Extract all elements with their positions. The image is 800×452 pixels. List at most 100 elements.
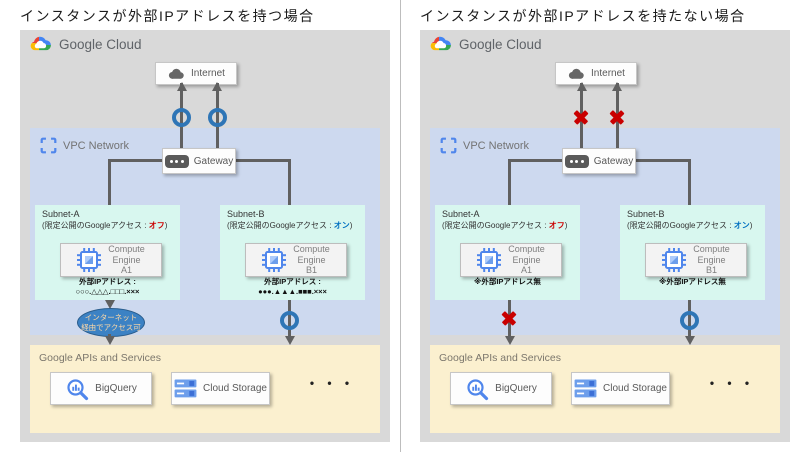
compute-engine-a1-label: Compute Engine A1 (508, 244, 545, 276)
gateway-icon (164, 154, 189, 168)
more-services-ellipsis: • • • (709, 376, 755, 390)
compute-engine-icon (262, 248, 287, 272)
google-apis-region: Google APIs and Services BigQuery (30, 345, 380, 433)
bigquery-label: BigQuery (95, 383, 137, 394)
cloud-storage-icon (174, 379, 197, 398)
internet-label: Internet (591, 68, 625, 79)
blocked-x-icon (609, 109, 625, 125)
internet-cloud-icon (568, 68, 584, 79)
left-diagram-title: インスタンスが外部IPアドレスを持つ場合 (20, 8, 315, 24)
subnet-b-name: Subnet-B (627, 209, 665, 219)
subnet-a-external-ip: 外部IPアドレス :○○○.△△△.□□□.××× (75, 277, 140, 296)
connector-line (510, 159, 562, 162)
connector-line (110, 159, 162, 162)
internet-label: Internet (191, 68, 225, 79)
subnet-b-no-ip-note: ※外部IPアドレス無 (659, 277, 726, 286)
gateway-label: Gateway (193, 155, 234, 167)
arrowhead-up (212, 82, 222, 91)
arrowhead-up (177, 82, 187, 91)
gateway-node: Gateway (562, 148, 636, 174)
subnet-b-region: Subnet-B (限定公開のGoogleアクセス : オン) Compute … (220, 205, 365, 300)
blocked-x-icon (573, 109, 589, 125)
connector-line (234, 159, 290, 162)
cloud-storage-icon (574, 379, 597, 398)
subnet-b-name: Subnet-B (227, 209, 265, 219)
subnet-a-region: Subnet-A (限定公開のGoogleアクセス : オフ) Compute … (35, 205, 180, 300)
vpc-network-icon (440, 137, 457, 154)
subnet-a-name: Subnet-A (442, 209, 480, 219)
arrowhead-up (577, 82, 587, 91)
panel-divider (400, 0, 401, 452)
arrowhead-down (105, 336, 115, 345)
connector-line (688, 159, 691, 243)
vpc-network-header: VPC Network (40, 137, 129, 154)
cloud-storage-node: Cloud Storage (571, 372, 670, 405)
bigquery-icon (67, 378, 89, 400)
compute-engine-a1-label: Compute Engine A1 (108, 244, 145, 276)
allowed-ring-icon (208, 108, 227, 127)
cloud-storage-node: Cloud Storage (171, 372, 270, 405)
google-cloud-brand: Google Cloud (28, 35, 142, 54)
gateway-node: Gateway (162, 148, 236, 174)
google-apis-region: Google APIs and Services BigQuery (430, 345, 780, 433)
access-state-on: オン (733, 221, 750, 230)
internet-access-note: インターネット 経由でアクセス可 (77, 308, 145, 337)
right-google-cloud-panel: Google Cloud Internet VPC Network (420, 30, 790, 442)
compute-engine-icon (662, 248, 687, 272)
arrowhead-down (505, 336, 515, 345)
access-state-on: オン (333, 221, 350, 230)
connector-line (508, 159, 511, 243)
blocked-x-icon (501, 310, 517, 326)
connector-line (108, 159, 111, 243)
compute-engine-b1-node: Compute Engine B1 (645, 243, 747, 277)
internet-cloud-icon (168, 68, 184, 79)
allowed-ring-icon (680, 311, 699, 330)
bigquery-node: BigQuery (50, 372, 152, 405)
internet-node: Internet (555, 62, 637, 85)
subnet-a-access: (限定公開のGoogleアクセス : オフ) (442, 221, 568, 230)
compute-engine-icon (477, 248, 502, 272)
google-cloud-brand: Google Cloud (428, 35, 542, 54)
google-cloud-brand-label: Google Cloud (459, 37, 542, 52)
google-apis-label: Google APIs and Services (39, 352, 161, 364)
access-state-off: オフ (148, 221, 165, 230)
subnet-b-region: Subnet-B (限定公開のGoogleアクセス : オン) Compute … (620, 205, 765, 300)
left-google-cloud-panel: Google Cloud Internet VPC Network (20, 30, 390, 442)
subnet-a-access: (限定公開のGoogleアクセス : オフ) (42, 221, 168, 230)
subnet-b-access: (限定公開のGoogleアクセス : オン) (227, 221, 353, 230)
subnet-a-region: Subnet-A (限定公開のGoogleアクセス : オフ) Compute … (435, 205, 580, 300)
arrowhead-down (685, 336, 695, 345)
bigquery-node: BigQuery (450, 372, 552, 405)
subnet-b-external-ip: 外部IPアドレス :●●●.▲▲▲.■■■.××× (258, 277, 327, 296)
allowed-ring-icon (172, 108, 191, 127)
gateway-icon (564, 154, 589, 168)
gateway-label: Gateway (593, 155, 634, 167)
compute-engine-b1-label: Compute Engine B1 (693, 244, 730, 276)
vpc-network-icon (40, 137, 57, 154)
connector-line (634, 159, 690, 162)
google-cloud-logo-icon (430, 36, 451, 51)
compute-engine-icon (77, 248, 102, 272)
compute-engine-a1-node: Compute Engine A1 (60, 243, 162, 277)
subnet-a-name: Subnet-A (42, 209, 80, 219)
subnet-a-no-ip-note: ※外部IPアドレス無 (474, 277, 541, 286)
google-cloud-logo-icon (30, 36, 51, 51)
internet-node: Internet (155, 62, 237, 85)
right-diagram-title: インスタンスが外部IPアドレスを持たない場合 (420, 8, 746, 24)
compute-engine-a1-node: Compute Engine A1 (460, 243, 562, 277)
subnet-b-access: (限定公開のGoogleアクセス : オン) (627, 221, 753, 230)
google-cloud-brand-label: Google Cloud (59, 37, 142, 52)
vpc-network-label: VPC Network (463, 139, 530, 152)
connector-line (288, 159, 291, 243)
compute-engine-b1-node: Compute Engine B1 (245, 243, 347, 277)
bigquery-label: BigQuery (495, 383, 537, 394)
allowed-ring-icon (280, 311, 299, 330)
compute-engine-b1-label: Compute Engine B1 (293, 244, 330, 276)
bigquery-icon (467, 378, 489, 400)
arrowhead-down (285, 336, 295, 345)
cloud-storage-label: Cloud Storage (203, 383, 267, 394)
vpc-network-label: VPC Network (63, 139, 130, 152)
vpc-network-header: VPC Network (440, 137, 529, 154)
arrowhead-down (105, 300, 115, 309)
